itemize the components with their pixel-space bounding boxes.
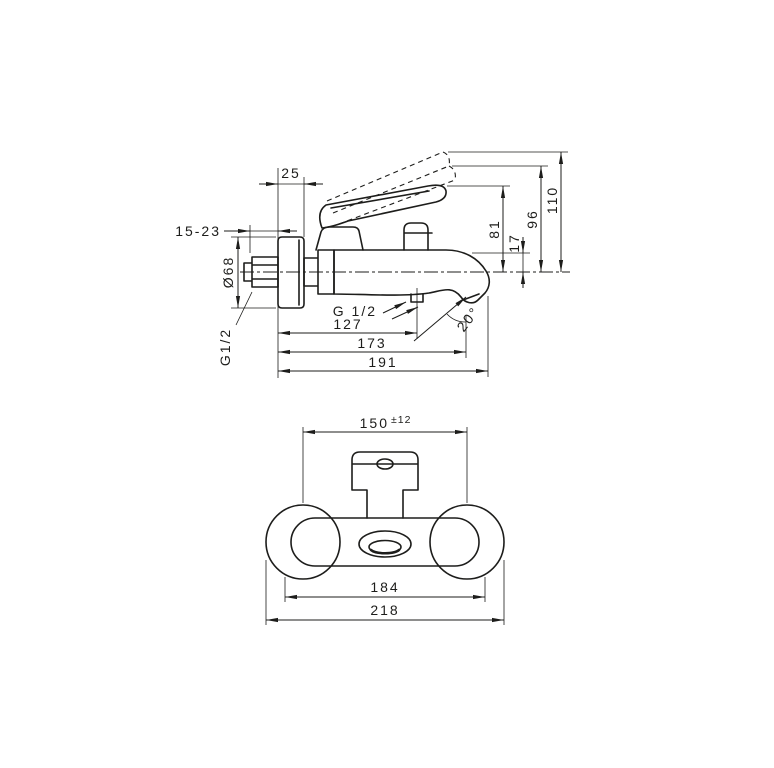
side-view: 25 15-23 Ø68 G1/2 G 1/2 81 17 96 110 127… [175,151,570,378]
side-dimension-labels: 25 15-23 Ø68 G1/2 G 1/2 81 17 96 110 127… [175,165,560,370]
handle-front [351,451,419,519]
dim-81-label: 81 [486,219,502,239]
spout-outlet-lip [369,548,401,555]
escutcheon-side [277,236,305,309]
inlet-thread-leader-2 [391,306,419,320]
dim-17-label: 17 [506,233,522,253]
dim-110-label: 110 [544,186,560,214]
dim-150-label: 150 [360,415,389,431]
front-view: 150 ±12 184 218 [265,414,505,625]
dim-15-23-label: 15-23 [175,223,221,239]
front-extension-lines [265,427,505,625]
cartridge-base [315,226,364,251]
handle-raised-positions [326,151,456,225]
handle-cap-detail [376,458,394,470]
handle-lever [318,184,447,229]
side-extension-lines [231,151,568,378]
dim-191-label: 191 [368,354,397,370]
inlet-thread-leader-1 [382,301,407,314]
thread-left-label: G1/2 [217,328,233,366]
mixer-body-front [290,517,480,567]
front-dimension-lines [266,429,504,623]
dim-218-label: 218 [370,602,399,618]
side-fixture-outline [243,151,491,309]
dim-184-label: 184 [370,579,399,595]
dim-96-label: 96 [524,209,540,229]
side-dimension-lines [224,152,564,374]
dim-127-label: 127 [333,316,362,332]
spout-angle-leader [413,296,467,342]
dim-dia68-label: Ø68 [220,256,236,288]
front-dimension-labels: 150 ±12 184 218 [360,414,411,618]
spout-angle-label: 20° [453,303,482,334]
dim-173-label: 173 [357,335,386,351]
dim-150-tolerance-label: ±12 [391,414,411,426]
thread-inlet-label: G 1/2 [333,303,377,319]
diverter-knob [403,222,433,251]
front-fixture-outline [265,451,505,580]
spout-outlet-outer [358,530,412,558]
escutcheon-left [265,504,341,580]
escutcheon-right [429,504,505,580]
dim-25-label: 25 [281,165,301,181]
